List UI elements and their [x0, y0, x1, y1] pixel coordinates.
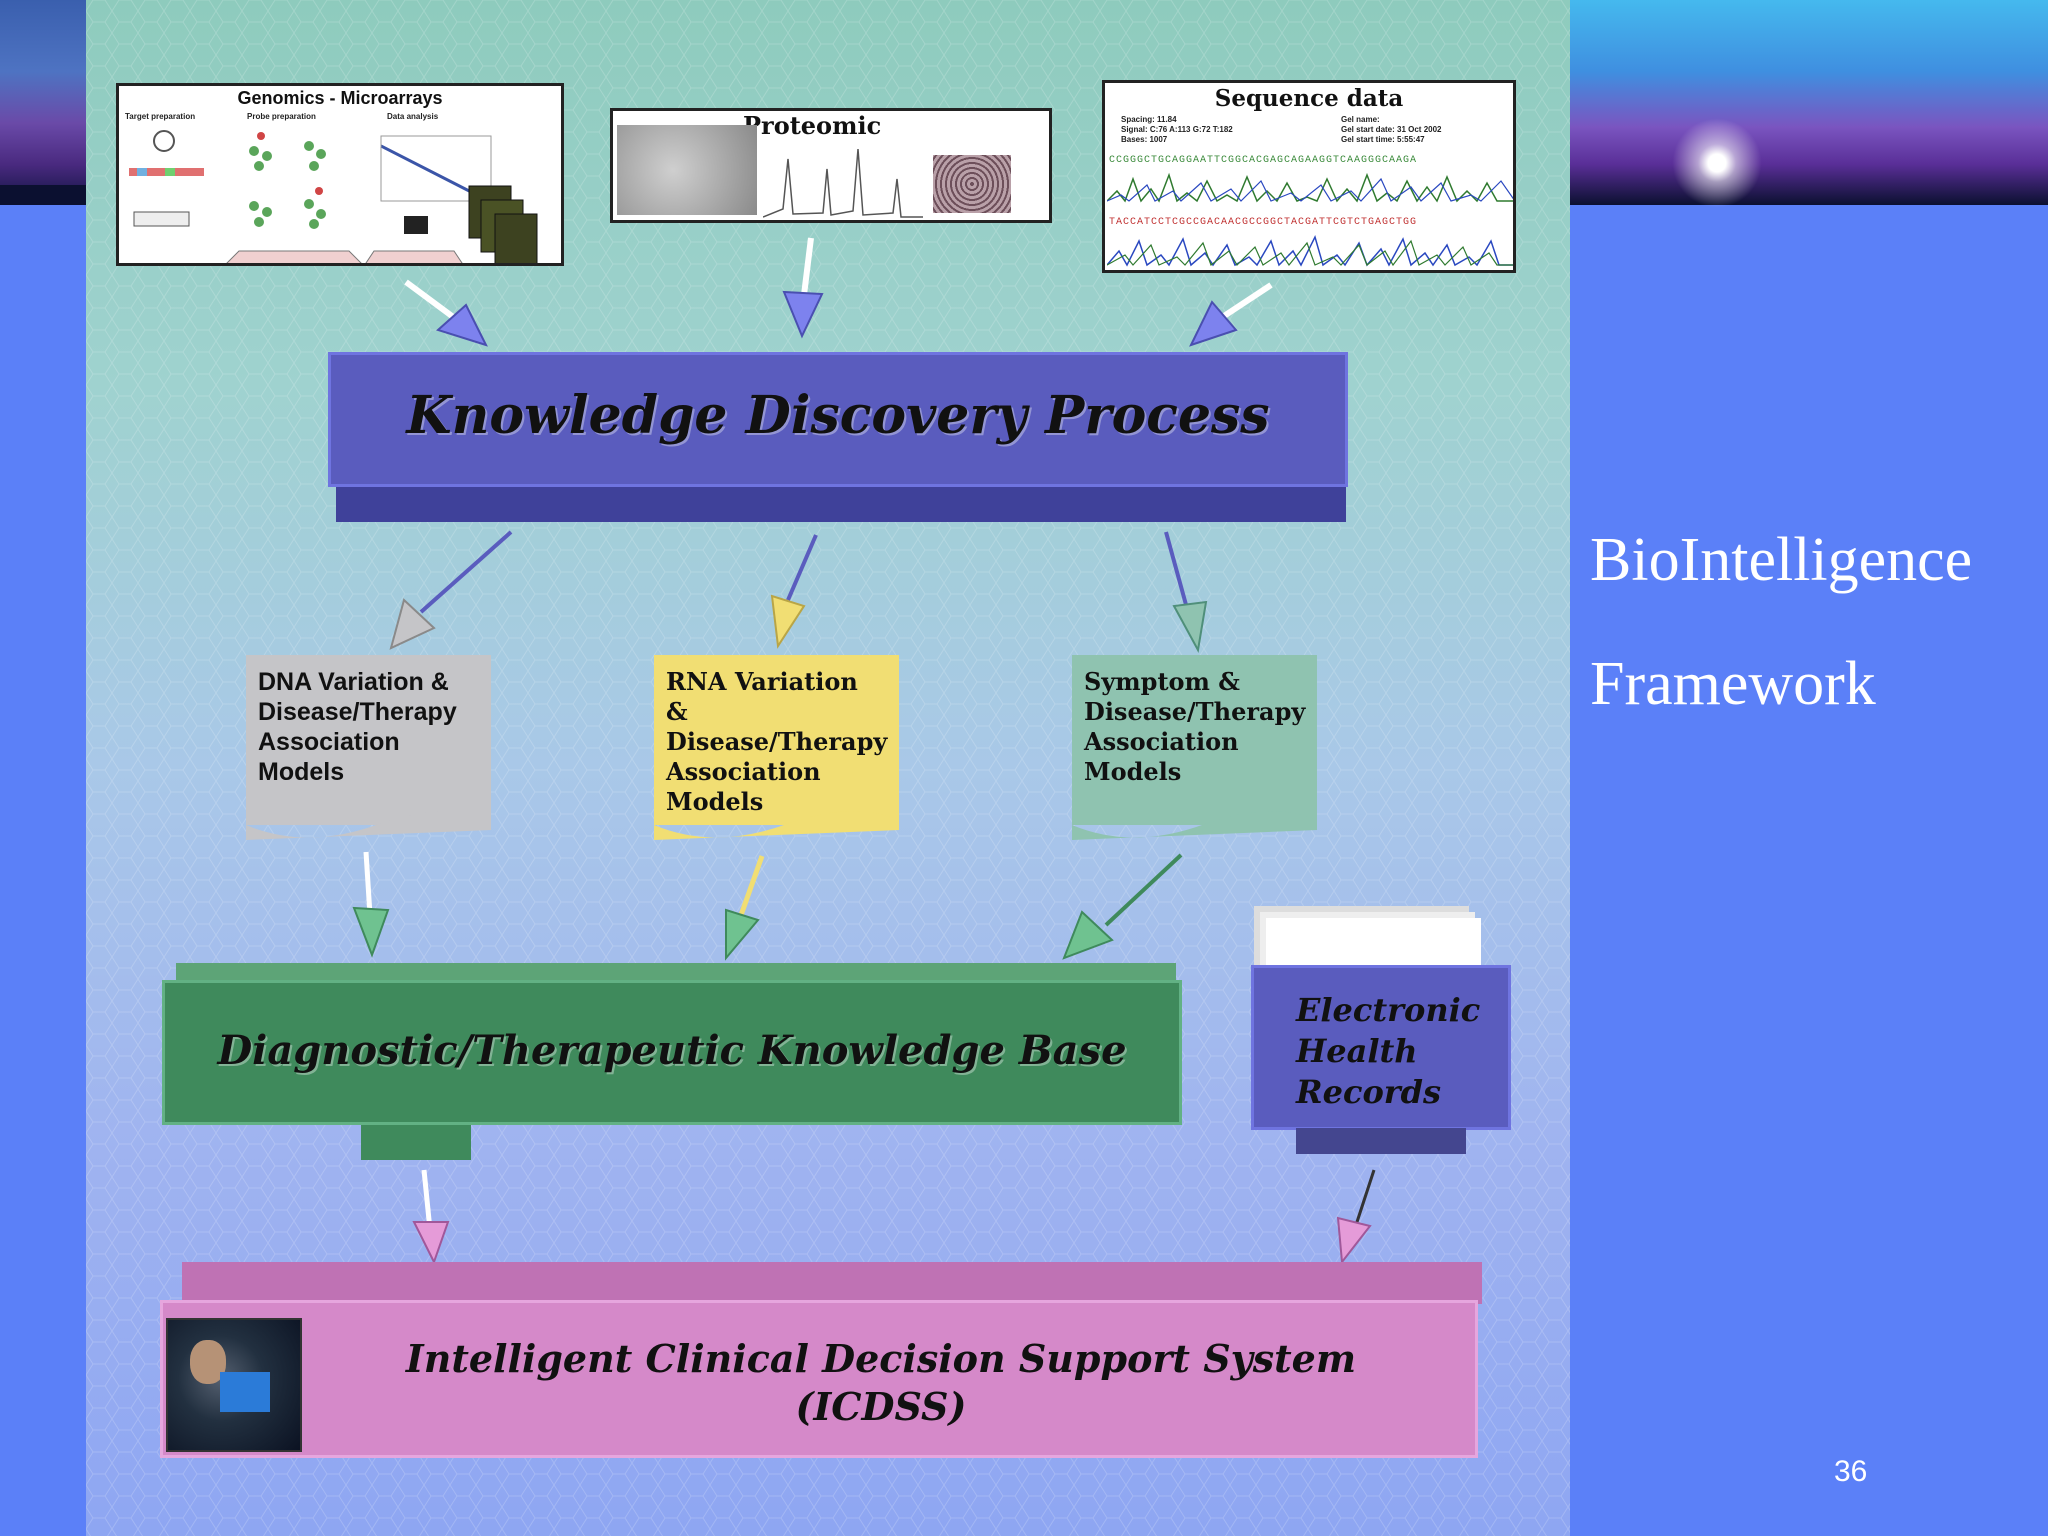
sequence-title: Sequence data: [1214, 85, 1404, 112]
sequence-data-panel: Sequence data Spacing: 11.84 Signal: C:7…: [1102, 80, 1516, 273]
knowledge-base-label: Diagnostic/Therapeutic Knowledge Base: [217, 1027, 1127, 1074]
ehr-line-3: Records: [1296, 1073, 1442, 1111]
arrow-process-to-rna-models: [770, 534, 818, 649]
microscope-screen-glow: [220, 1372, 270, 1412]
left-margin: [0, 205, 86, 1536]
sequence-meta-bases: Bases: 1007: [1121, 135, 1168, 144]
sequence-bases-row-2: TACCATCCTCGCCGACAACGCCGGCTACGATTCGTCTGAG…: [1109, 217, 1418, 228]
ehr-box-base: [1296, 1128, 1466, 1154]
microarray-illustration: [129, 130, 538, 263]
arrow-ehr-to-icdss: [1336, 1169, 1376, 1265]
icdss-line-2: (ICDSS): [795, 1384, 967, 1429]
dna-variation-models-doc: DNA Variation & Disease/Therapy Associat…: [246, 655, 491, 825]
arrow-sequence-to-process: [1189, 282, 1273, 347]
icdss-top-face: [182, 1262, 1482, 1304]
sequence-meta-gel-name: Gel name:: [1341, 115, 1380, 124]
symptom-doc-line-2: Disease/Therapy: [1084, 697, 1306, 726]
knowledge-base-connector: [361, 1125, 471, 1160]
genomics-microarrays-panel: Genomics - Microarrays Target preparatio…: [116, 83, 564, 266]
chromatogram-1: [1107, 172, 1513, 203]
dna-doc-line-3: Association: [258, 728, 400, 756]
symptom-models-doc: Symptom & Disease/Therapy Association Mo…: [1072, 655, 1317, 825]
arrow-dna-models-to-knowledge-base: [352, 851, 390, 958]
genomics-step-probe: Probe preparation: [247, 112, 316, 121]
proteomic-title: Proteomic: [743, 111, 882, 140]
genomics-step-analysis: Data analysis: [387, 112, 439, 121]
header-sky-decoration: [1570, 0, 2048, 205]
dna-doc-line-4: Models: [258, 758, 345, 786]
knowledge-base-top-face: [176, 963, 1176, 985]
ehr-label: Electronic Health Records: [1296, 990, 1480, 1113]
gel-image: [617, 125, 757, 215]
arrow-process-to-symptom-models: [1164, 531, 1208, 654]
ehr-line-1: Electronic: [1296, 991, 1481, 1029]
rna-doc-line-4: Models: [666, 787, 764, 816]
sequence-meta-gel-date: Gel start date: 31 Oct 2002: [1341, 125, 1442, 134]
slide-title: BioIntelligence Framework: [1590, 498, 1972, 746]
genomics-title: Genomics - Microarrays: [237, 88, 443, 108]
microscope-photo: [166, 1318, 302, 1452]
spectrum-plot: [763, 148, 923, 218]
symptom-doc-line-4: Models: [1084, 757, 1182, 786]
slide-title-line-1: BioIntelligence: [1590, 526, 1973, 594]
sequence-meta-gel-time: Gel start time: 5:55:47: [1341, 135, 1425, 144]
biointelligence-diagram: Genomics - Microarrays Target preparatio…: [86, 0, 1570, 1536]
rna-doc-line-1: RNA Variation &: [666, 667, 858, 726]
arrow-process-to-dna-models: [389, 530, 513, 650]
sequence-bases-row-1: CCGGGCTGCAGGAATTCGGCACGAGCAGAAGGTCAAGGGC…: [1109, 155, 1418, 166]
star-flare-icon: [1672, 118, 1762, 208]
ehr-line-2: Health: [1296, 1032, 1418, 1070]
symptom-doc-line-1: Symptom &: [1084, 667, 1240, 696]
sequence-meta-signal: Signal: C:76 A:113 G:72 T:182: [1121, 125, 1233, 134]
dna-doc-line-1: DNA Variation &: [258, 668, 449, 696]
proteomic-panel: Proteomic: [610, 108, 1052, 223]
icdss-box: [160, 1300, 1478, 1458]
knowledge-base-box: Diagnostic/Therapeutic Knowledge Base: [162, 980, 1182, 1125]
slide-title-line-2: Framework: [1590, 650, 1876, 718]
dna-doc-line-2: Disease/Therapy: [258, 698, 457, 726]
arrow-proteomic-to-process: [782, 237, 824, 339]
rna-doc-line-3: Association: [666, 757, 821, 786]
sequence-meta-spacing: Spacing: 11.84: [1121, 115, 1177, 124]
icdss-label: Intelligent Clinical Decision Support Sy…: [306, 1335, 1456, 1431]
arrow-genomics-to-process: [404, 279, 488, 347]
knowledge-discovery-process-box: Knowledge Discovery Process: [328, 352, 1348, 487]
process-box-base: [336, 487, 1346, 522]
rna-variation-models-doc: RNA Variation & Disease/Therapy Associat…: [654, 655, 899, 825]
plate-image: [933, 155, 1011, 213]
arrow-rna-models-to-knowledge-base: [725, 855, 765, 961]
genomics-step-target: Target preparation: [125, 112, 196, 121]
page-number: 36: [1834, 1455, 1868, 1488]
symptom-doc-line-3: Association: [1084, 727, 1239, 756]
chromatogram-2: [1107, 234, 1513, 267]
rna-doc-line-2: Disease/Therapy: [666, 727, 888, 756]
arrow-knowledge-base-to-icdss: [412, 1169, 450, 1265]
arrow-symptom-models-to-knowledge-base: [1062, 853, 1183, 960]
icdss-line-1: Intelligent Clinical Decision Support Sy…: [405, 1336, 1357, 1381]
process-label: Knowledge Discovery Process: [406, 385, 1270, 446]
